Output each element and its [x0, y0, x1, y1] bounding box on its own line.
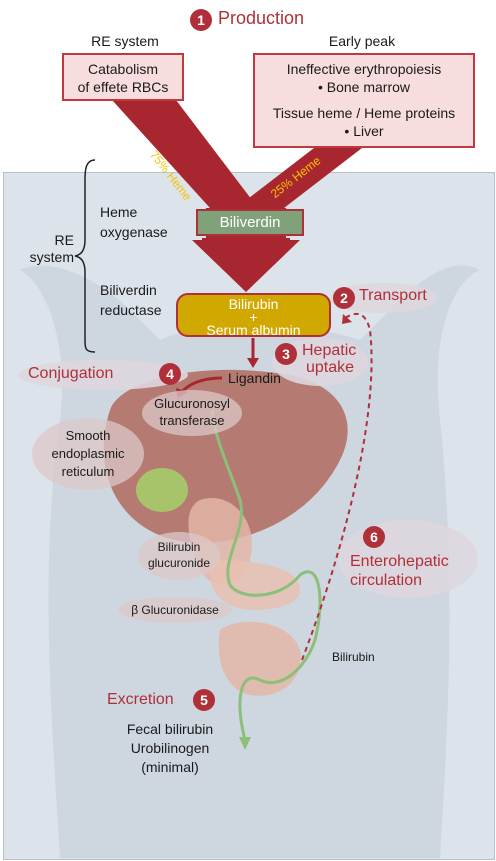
heme-25-band: [236, 148, 362, 208]
bilirubin-albumin-box: Bilirubin + Serum albumin: [176, 293, 331, 337]
tissue-heme: Tissue heme / Heme proteins: [272, 105, 456, 121]
heme-75-band: [112, 100, 258, 208]
biliverdin-reductase-label: Biliverdin reductase: [100, 282, 161, 319]
hepatic-uptake-line2: uptake: [306, 359, 355, 376]
glucuronosyl-transferase-oval: Glucuronosyl transferase: [142, 390, 242, 436]
hepatic-uptake-label: Hepatic uptake: [302, 342, 356, 376]
catabolism-line1: Catabolism: [87, 61, 159, 77]
ser-line2: endoplasmic: [51, 446, 125, 461]
excretion-arrowhead: [239, 737, 251, 750]
plus-sign: +: [249, 309, 258, 325]
minimal-note: (minimal): [141, 759, 199, 775]
heme-oxygenase-label: Heme oxygenase: [100, 204, 168, 241]
biliverdin-reductase-line2: reductase: [100, 302, 162, 318]
bilirubin-text: Bilirubin: [228, 296, 279, 312]
fecal-bilirubin: Fecal bilirubin: [126, 721, 214, 737]
early-peak-box: Ineffective erythropoiesis • Bone marrow…: [253, 53, 475, 148]
conjugated-bilirubin-path: [210, 409, 322, 741]
beta-glucuronidase-oval: β Glucuronidase: [118, 597, 232, 623]
enterohepatic-dashed-path: [301, 312, 373, 661]
glucuronosyl-line1: Glucuronosyl: [154, 396, 230, 411]
liver-source: • Liver: [344, 123, 384, 139]
early-peak-title: Early peak: [328, 33, 396, 49]
enterohepatic-oval: [338, 520, 478, 598]
step-number-3: 3: [275, 343, 297, 365]
glucuronosyl-line2: transferase: [159, 413, 225, 428]
excretion-label: Excretion: [107, 691, 174, 708]
colon-shape: [218, 621, 301, 696]
ligandin-label: Ligandin: [228, 370, 281, 386]
excretion-products: Fecal bilirubin Urobilinogen (minimal): [95, 720, 245, 777]
funnel-arrow: [192, 238, 300, 292]
ineffective-erythropoiesis: Ineffective erythropoiesis: [286, 61, 442, 77]
bilirubin-glucuronide-line1: Bilirubin: [157, 540, 201, 554]
production-label: Production: [218, 8, 305, 28]
bilirubin-glucuronide-line2: glucuronide: [147, 556, 211, 570]
ser-line3: reticulum: [61, 464, 115, 479]
re-system-title: RE system: [91, 33, 159, 49]
step-number-4: 4: [159, 363, 181, 385]
enterohepatic-label: Enterohepatic circulation: [350, 552, 449, 590]
step-number-1: 1: [190, 9, 212, 31]
step-number-5: 5: [193, 689, 215, 711]
step-number-2: 2: [333, 287, 355, 309]
enterohepatic-line1: Enterohepatic: [350, 553, 449, 570]
catabolism-line2: of effete RBCs: [77, 79, 169, 95]
heme-oxygenase-line2: oxygenase: [100, 224, 168, 240]
step-number-6: 6: [363, 526, 385, 548]
bilirubin-glucuronide-oval: Bilirubin glucuronide: [138, 532, 220, 580]
conjugation-label: Conjugation: [28, 365, 114, 382]
serum-albumin-text: Serum albumin: [206, 322, 301, 338]
re-label-line2: system: [29, 249, 74, 265]
re-label-line1: RE: [54, 232, 74, 248]
bilirubin-reabsorbed-label: Bilirubin: [332, 650, 375, 664]
intestine-shape: [210, 560, 300, 610]
enterohepatic-line2: circulation: [350, 572, 423, 589]
re-system-brace: [74, 159, 96, 353]
urobilinogen: Urobilinogen: [130, 740, 210, 756]
catabolism-box: Catabolism of effete RBCs: [62, 53, 184, 101]
transport-label: Transport: [359, 287, 427, 304]
gallbladder: [136, 468, 188, 512]
transport-arrowhead: [342, 314, 352, 324]
re-system-label: RE system: [30, 232, 74, 266]
ser-line1: Smooth: [65, 428, 111, 443]
bone-marrow: • Bone marrow: [317, 79, 411, 95]
biliverdin-box: Biliverdin: [196, 209, 304, 236]
smooth-er-oval: Smooth endoplasmic reticulum: [32, 418, 144, 490]
hepatic-uptake-line1: Hepatic: [302, 342, 357, 359]
biliverdin-reductase-line1: Biliverdin: [100, 282, 157, 298]
heme-oxygenase-line1: Heme: [100, 204, 138, 220]
